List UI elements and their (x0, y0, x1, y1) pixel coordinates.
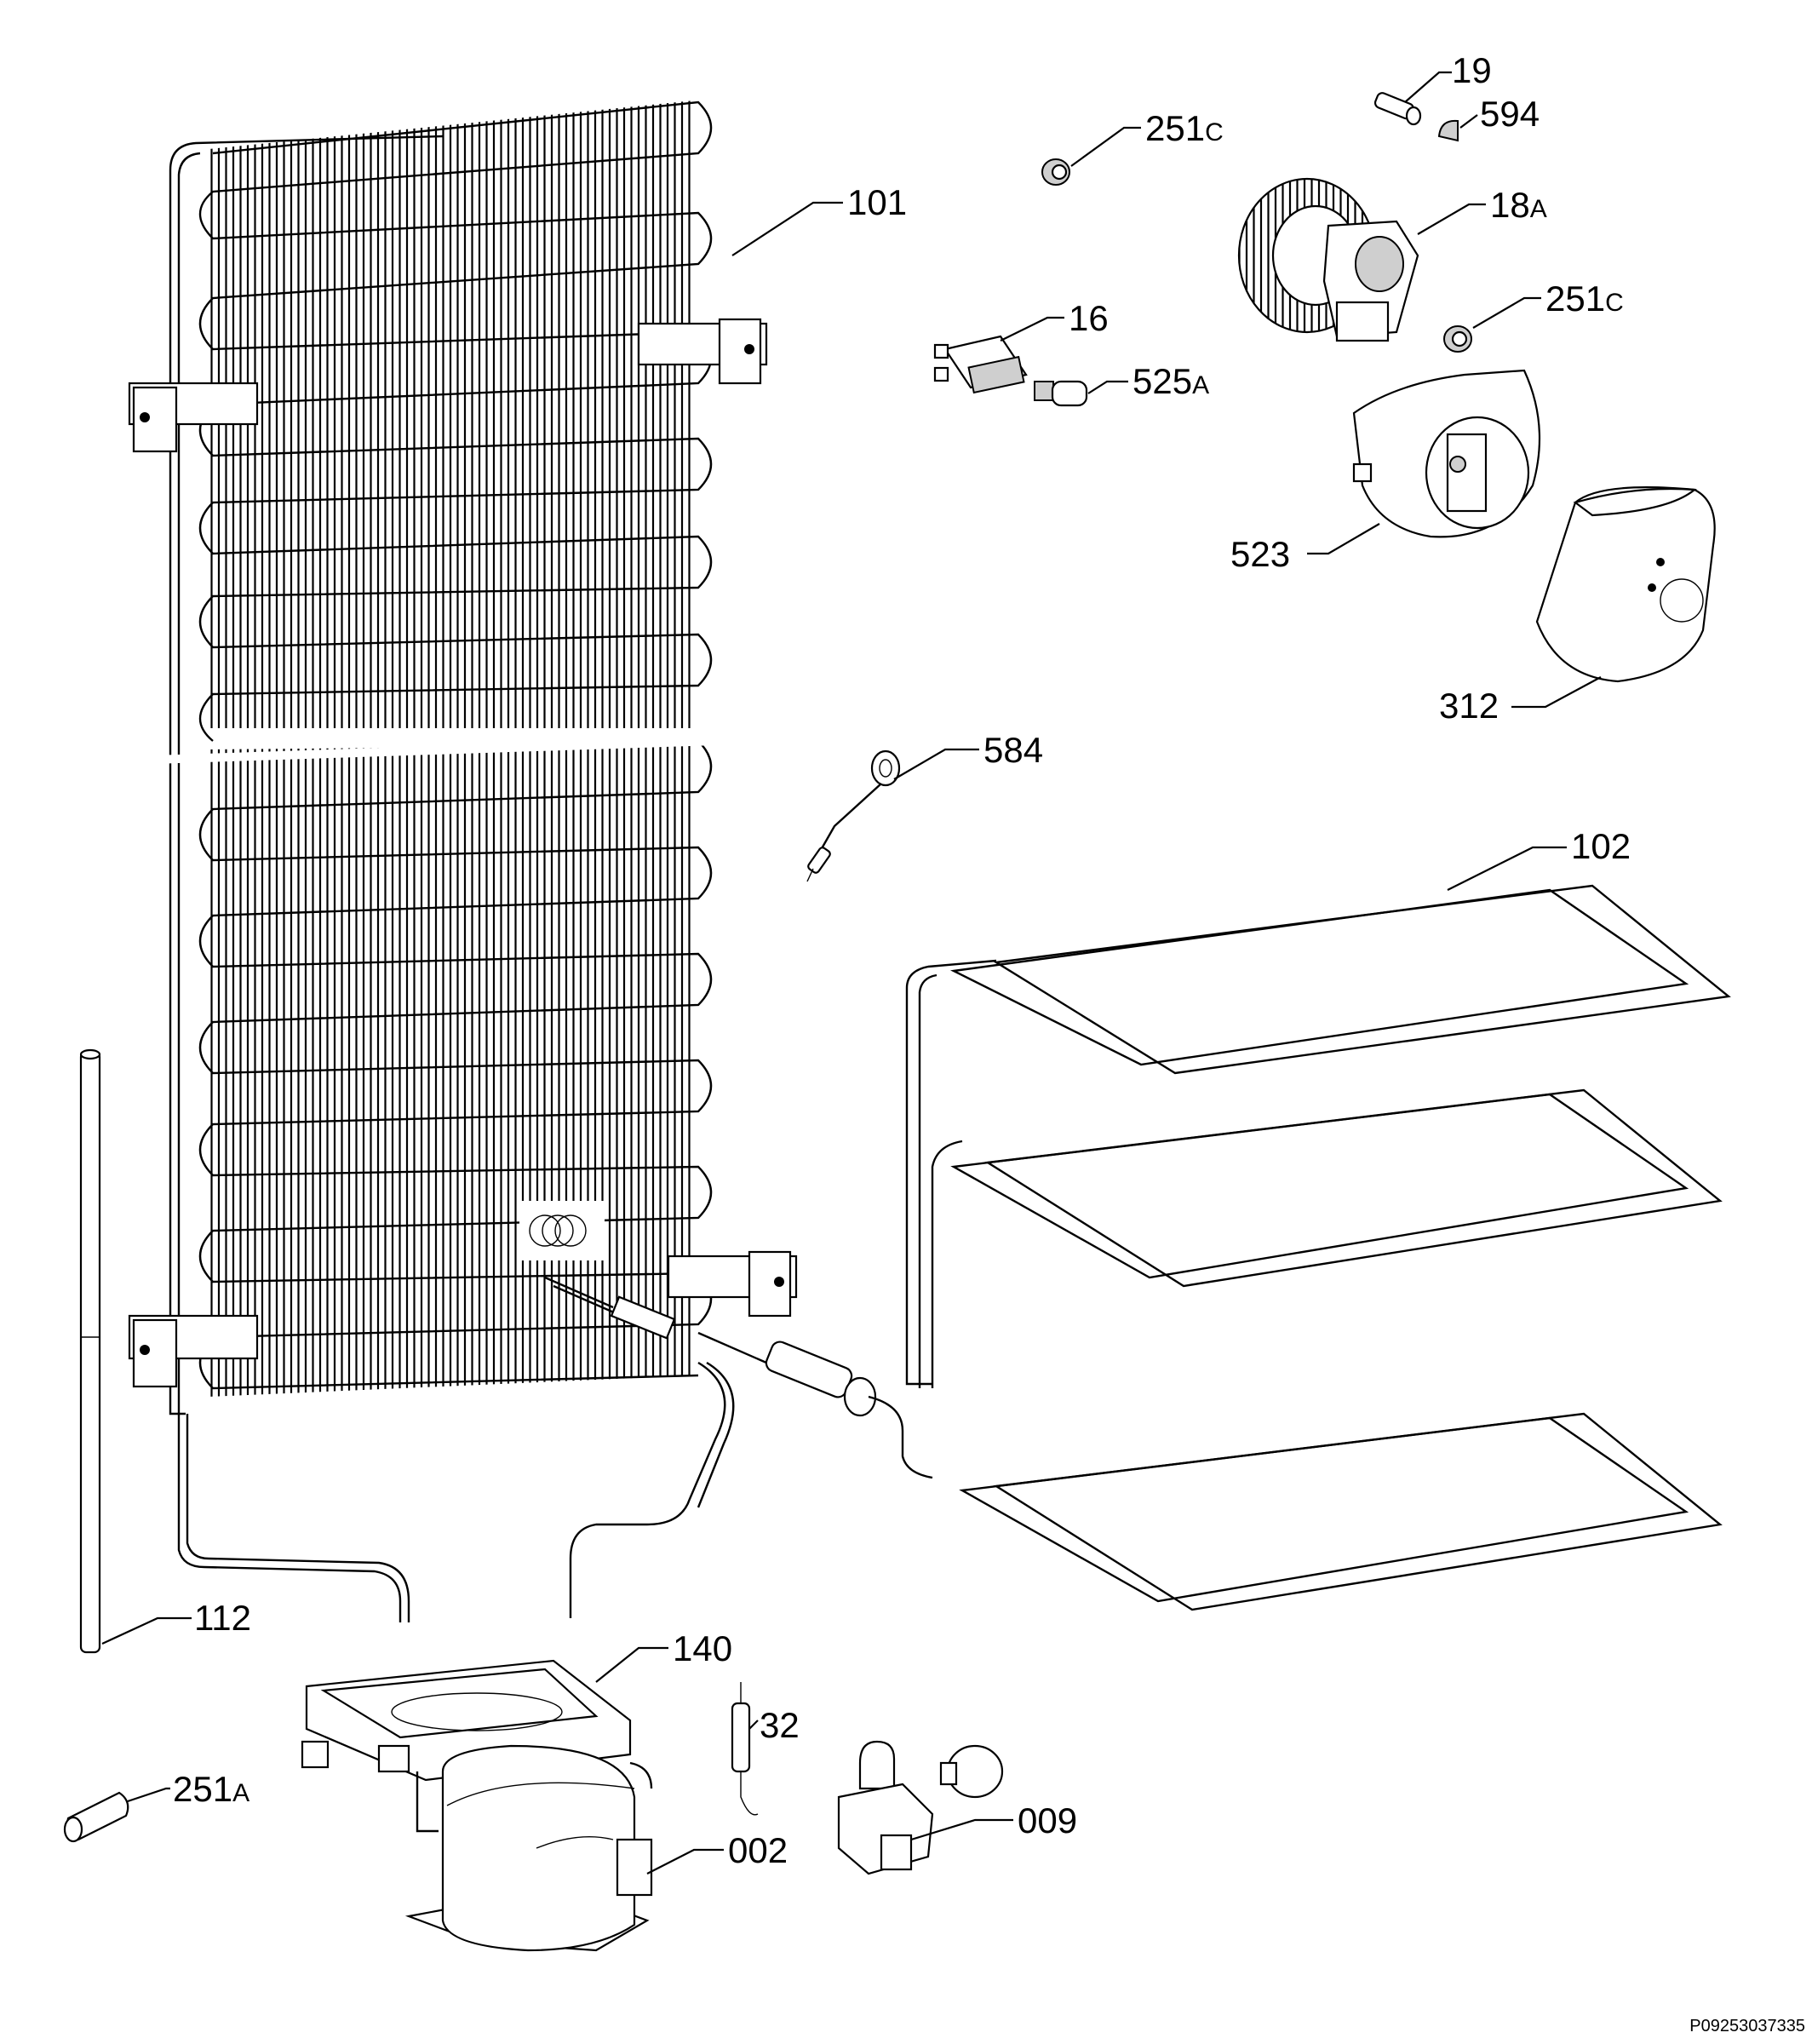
label-19: 19 (1452, 50, 1492, 90)
callout-140: 140 (595, 1628, 732, 1683)
label-523: 523 (1230, 534, 1290, 574)
grommet-251c (1041, 158, 1070, 186)
label-112: 112 (194, 1598, 251, 1638)
lamp-525a (1034, 380, 1088, 407)
label-594: 594 (1480, 94, 1540, 134)
label-584: 584 (983, 730, 1043, 770)
mounting-bracket (128, 1314, 259, 1388)
callout-112: 112 (101, 1598, 251, 1645)
callout-594: 594 (1459, 94, 1540, 134)
label-009: 009 (1018, 1800, 1077, 1840)
label-251a: 251A (173, 1769, 249, 1809)
label-312: 312 (1439, 686, 1499, 726)
capillary-coil (519, 1201, 605, 1260)
tube-112 (79, 1048, 101, 1654)
label-32: 32 (760, 1705, 800, 1745)
part-19 (1373, 92, 1422, 126)
label-101: 101 (847, 182, 907, 222)
callout-525a: 525A (1087, 361, 1209, 401)
callout-32: 32 (748, 1705, 800, 1745)
fan-housing-523 (1352, 369, 1541, 538)
part-594 (1437, 119, 1459, 142)
callout-584: 584 (893, 730, 1043, 780)
fan-motor-18a (1237, 177, 1419, 342)
mounting-bracket (667, 1250, 798, 1318)
label-525a: 525A (1132, 361, 1209, 401)
label-102: 102 (1571, 826, 1631, 866)
callout-002: 002 (646, 1830, 788, 1875)
evaporator-shelf (949, 884, 1731, 1075)
label-251c-right: 251C (1545, 278, 1624, 319)
callout-19: 19 (1404, 50, 1492, 103)
filter-drier (544, 1276, 877, 1417)
callout-251c-top: 251C (1070, 108, 1224, 167)
relay-009 (837, 1740, 1004, 1875)
callout-101: 101 (731, 182, 907, 256)
part-32 (731, 1682, 759, 1816)
condenser-101 (128, 100, 877, 1622)
callout-523: 523 (1230, 523, 1380, 574)
label-002: 002 (728, 1830, 788, 1870)
evaporator-shelf (950, 1088, 1723, 1288)
callout-312: 312 (1439, 676, 1602, 726)
callout-009: 009 (910, 1800, 1077, 1841)
reference-code: P09253037335 (1689, 2017, 1805, 2035)
label-16: 16 (1069, 298, 1109, 338)
mounting-bracket (128, 382, 259, 453)
grommet-251c (1443, 325, 1472, 353)
label-140: 140 (673, 1628, 732, 1668)
cover-312 (1535, 486, 1716, 683)
mounting-bracket (637, 318, 768, 385)
callout-251a: 251A (127, 1769, 249, 1809)
callout-102: 102 (1447, 826, 1631, 891)
callout-251c-right: 251C (1472, 278, 1624, 329)
grommet-251a (63, 1791, 129, 1843)
evaporator-shelf (959, 1412, 1723, 1611)
label-18a: 18A (1490, 185, 1547, 225)
compressor-002 (404, 1744, 653, 1952)
switch-16 (933, 335, 1028, 394)
evaporator-102 (868, 884, 1731, 1611)
callout-16: 16 (1000, 298, 1109, 342)
label-251c-top: 251C (1145, 108, 1224, 148)
callout-18a: 18A (1417, 185, 1547, 235)
sensor-584 (806, 749, 901, 882)
